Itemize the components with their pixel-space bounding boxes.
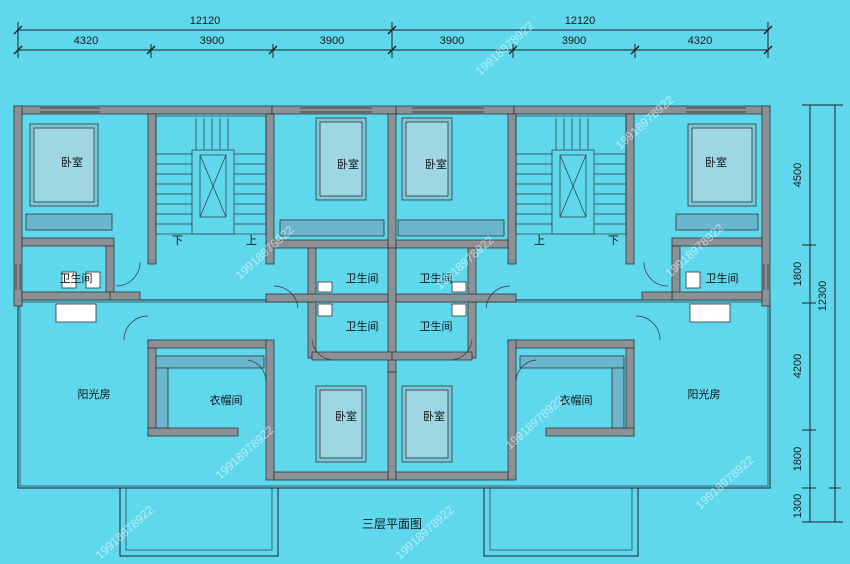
dim-total-right: 12120 <box>565 15 596 27</box>
dim-segment-4: 3900 <box>440 35 464 47</box>
room-closet-right: 衣帽间 <box>560 393 593 407</box>
dim-total-left: 12120 <box>190 15 221 27</box>
stair-label-down-left: 下 <box>172 234 183 247</box>
room-bedroom-5: 卧室 <box>335 409 357 423</box>
room-bathroom-1: 卫生间 <box>60 271 93 285</box>
room-sunroom-right: 阳光房 <box>688 387 721 401</box>
right-dimension-lines <box>802 104 843 523</box>
room-bathroom-4: 卫生间 <box>346 319 379 333</box>
dim-segment-3: 3900 <box>320 35 344 47</box>
dim-right-5: 1300 <box>792 494 804 518</box>
dim-right-2: 1800 <box>792 262 804 286</box>
room-bathroom-3: 卫生间 <box>420 271 453 285</box>
room-bedroom-4: 卧室 <box>705 155 727 169</box>
dim-right-1: 4500 <box>792 163 804 187</box>
stair-label-up-left: 上 <box>246 234 257 247</box>
dim-segment-5: 3900 <box>562 35 586 47</box>
furniture <box>25 117 759 463</box>
room-bathroom-6: 卫生间 <box>706 271 739 285</box>
stair-label-up-right: 上 <box>534 234 545 247</box>
dim-right-total: 12300 <box>817 281 829 312</box>
watermark-10: 19918978922 <box>393 502 457 562</box>
dim-segment-6: 4320 <box>688 35 712 47</box>
drawing-title: 三层平面图 <box>362 517 422 531</box>
walls <box>13 105 771 481</box>
room-bedroom-2: 卧室 <box>337 157 359 171</box>
room-bedroom-1: 卧室 <box>61 155 83 169</box>
watermark-9: 19918978922 <box>93 502 157 562</box>
dim-segment-2: 3900 <box>200 35 224 47</box>
door-swings <box>115 261 669 383</box>
room-sunroom-left: 阳光房 <box>78 387 111 401</box>
watermark-2: 19918978922 <box>613 92 677 152</box>
room-bathroom-2: 卫生间 <box>346 271 379 285</box>
stairs-right <box>515 115 627 235</box>
windows <box>15 107 769 290</box>
stair-label-down-right: 下 <box>608 234 619 247</box>
dim-right-3: 4200 <box>792 354 804 378</box>
room-bedroom-6: 卧室 <box>423 409 445 423</box>
watermarks: 19918978922 19918978922 19918978922 1991… <box>93 18 757 562</box>
stairs-left <box>155 115 267 235</box>
dim-right-4: 1800 <box>792 447 804 471</box>
dim-segment-1: 4320 <box>74 35 98 47</box>
top-dimension-lines <box>13 22 773 58</box>
room-bathroom-5: 卫生间 <box>420 319 453 333</box>
watermark-3: 19918978922 <box>233 222 297 282</box>
room-bedroom-3: 卧室 <box>425 157 447 171</box>
watermark-8: 19918978922 <box>693 452 757 512</box>
room-closet-left: 衣帽间 <box>210 393 243 407</box>
watermark-1: 19918978922 <box>473 18 537 78</box>
